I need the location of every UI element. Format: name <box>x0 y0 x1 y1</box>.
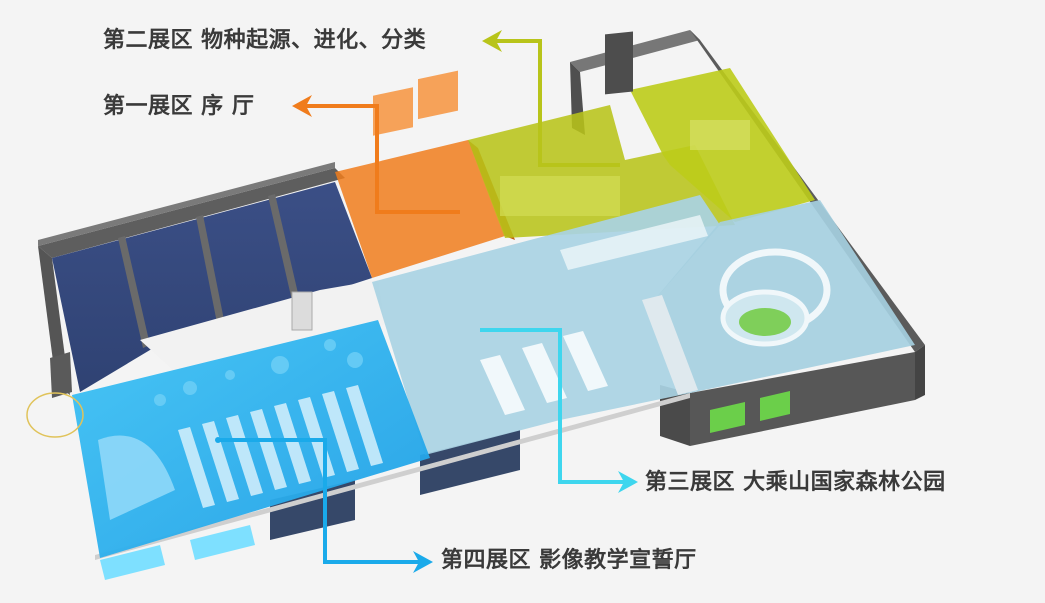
zone2-leader <box>482 30 620 167</box>
corridor-pillar <box>291 291 313 331</box>
partition-wall <box>268 194 300 305</box>
zone3-green-screen <box>710 402 745 433</box>
zone2-display-case <box>690 120 750 150</box>
right-wall-top <box>570 30 700 72</box>
zone1-label: 第一展区 序 厅 <box>103 94 255 119</box>
zone3-cabinet <box>480 355 525 415</box>
zone1-window <box>373 87 413 136</box>
zone2-label: 第二展区 物种起源、进化、分类 <box>103 28 427 53</box>
back-wall-left-top <box>38 162 335 246</box>
zone2-area <box>468 31 815 238</box>
zone4-leader <box>215 437 433 573</box>
front-wall-top-edge <box>95 393 690 560</box>
corridor-floor <box>140 280 385 372</box>
zone3-leader <box>480 328 638 493</box>
zone3-cabinet <box>522 343 567 403</box>
zone4-floor-light <box>100 545 165 580</box>
zone3-green-screen <box>760 391 790 421</box>
zone3-cabinet <box>563 331 608 391</box>
partition-wall <box>196 215 225 328</box>
exit-post <box>50 352 72 398</box>
partition-wall <box>118 236 150 348</box>
zone4-label: 第四展区 影像教学宣誓厅 <box>441 548 697 573</box>
back-wall-left <box>38 168 345 258</box>
zone3-floor-main <box>372 195 720 455</box>
zone4-floor-light <box>190 525 255 560</box>
zone1-leader <box>292 95 460 214</box>
zone3-label: 第三展区 大乘山国家森林公园 <box>645 470 946 495</box>
zone4-entrance-ring <box>26 392 84 438</box>
zone2-display-case <box>500 176 620 216</box>
zone1-window <box>418 70 458 120</box>
right-outer-wall-face <box>915 345 925 400</box>
zone2-inner-wall <box>605 31 633 95</box>
zone3-tree-patch <box>739 308 791 336</box>
zone3-divider <box>642 295 698 395</box>
zone4-seats <box>178 385 383 508</box>
zone3-display-wall <box>560 215 708 270</box>
zone4-screen <box>98 435 175 520</box>
front-wall-right <box>690 352 915 446</box>
zone4-ceiling-lights <box>154 339 363 406</box>
zone3-area <box>372 195 915 455</box>
